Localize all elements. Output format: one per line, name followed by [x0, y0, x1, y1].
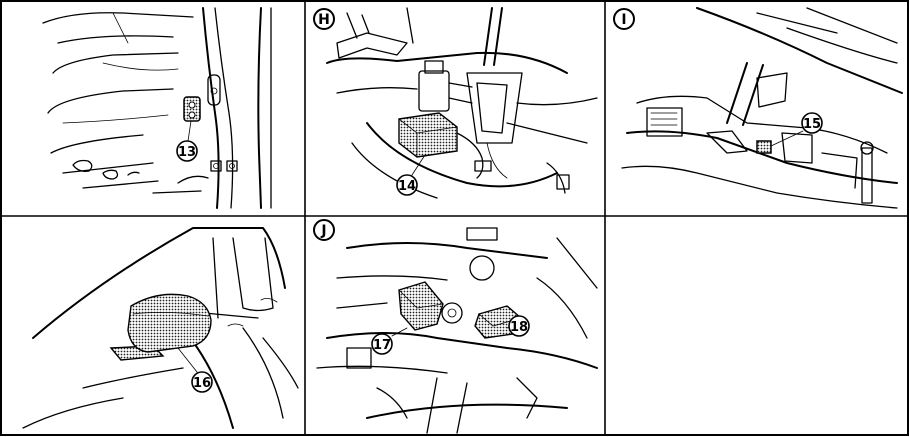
- callout-14: 14: [396, 174, 418, 196]
- callout-17: 17: [371, 333, 393, 355]
- svg-text:J: J: [320, 223, 326, 239]
- callout-16: 16: [191, 371, 213, 393]
- panel-mirror: 16: [3, 218, 303, 434]
- svg-text:13: 13: [178, 145, 196, 160]
- panel-seat-pillar: 13: [3, 3, 303, 214]
- panel-letter-i: I: [613, 8, 635, 30]
- panel-i-buckle: I 15: [607, 3, 907, 214]
- panel-letter-h: H: [313, 8, 335, 30]
- svg-text:H: H: [318, 12, 330, 28]
- svg-text:18: 18: [510, 320, 528, 335]
- panel-letter-j: J: [313, 219, 335, 241]
- callout-18: 18: [508, 315, 530, 337]
- callout-15: 15: [801, 112, 823, 134]
- svg-text:I: I: [621, 12, 626, 28]
- panel-empty: [607, 218, 907, 434]
- svg-text:14: 14: [398, 179, 416, 194]
- panel-j-column: J 17 18: [307, 218, 603, 434]
- svg-text:16: 16: [193, 376, 211, 391]
- callout-13: 13: [176, 140, 198, 162]
- svg-text:17: 17: [373, 338, 391, 353]
- svg-text:15: 15: [803, 117, 821, 132]
- panel-h-console: H 14: [307, 3, 603, 214]
